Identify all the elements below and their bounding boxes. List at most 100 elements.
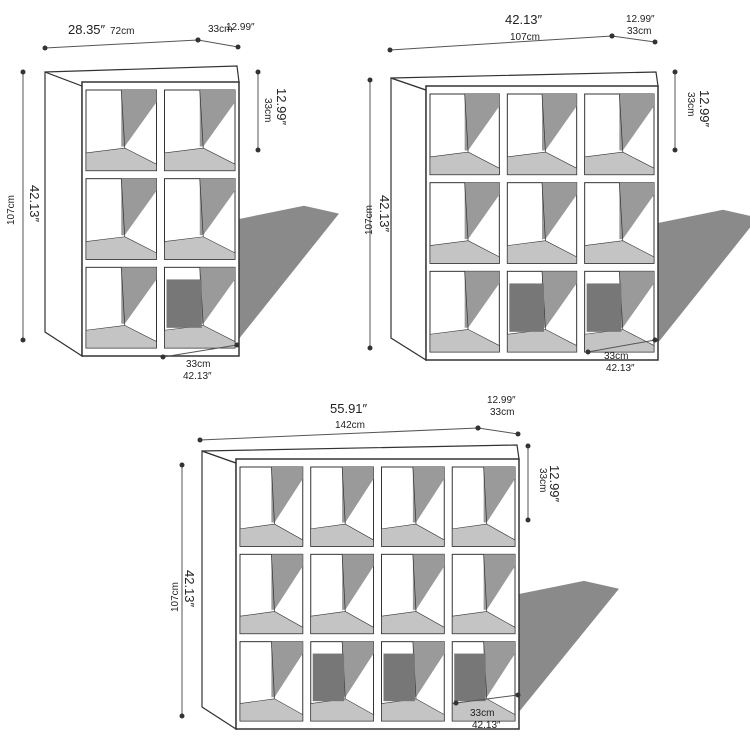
cube-width-dimension-line [587, 339, 656, 353]
shelf-surface [584, 151, 655, 175]
unit-2x3-shelf [20, 37, 339, 360]
unit3-cube-width-in: 42.13″ [472, 720, 501, 731]
inner-shadow [342, 467, 374, 523]
shelf-surface [310, 611, 374, 634]
unit1-height-cm: 107cm [6, 195, 17, 225]
inner-edge [412, 466, 417, 525]
dimension-endpoint [197, 437, 203, 443]
floor-shadow [658, 209, 750, 343]
inner-shadow [464, 182, 500, 240]
dimension-endpoint [195, 37, 201, 43]
shelf-surface [451, 611, 516, 634]
dimension-endpoint [652, 39, 658, 45]
cube-cell [451, 641, 516, 722]
shelf-surface [85, 236, 157, 260]
unit1-height-in: 42.13″ [27, 185, 42, 223]
side-panel [201, 450, 237, 731]
cube-cell [85, 266, 157, 349]
unit2-height-cm: 107cm [364, 205, 375, 235]
cube-cell [381, 553, 445, 635]
inner-shadow [271, 467, 303, 523]
dimension-endpoint [20, 69, 26, 75]
inner-edge [199, 178, 204, 237]
inner-shadow [412, 554, 445, 610]
shelf-surface [164, 147, 236, 171]
inner-shadow [619, 182, 654, 240]
dimension-endpoint [453, 700, 459, 706]
shelf-surface [239, 698, 304, 722]
back-opening [166, 279, 202, 328]
dimension-endpoint [387, 47, 393, 53]
cube-cell [584, 270, 655, 353]
unit2-height-in: 42.13″ [377, 195, 392, 233]
shelf-surface [507, 151, 577, 175]
inner-shadow [412, 641, 445, 698]
side-panel [390, 77, 427, 362]
unit3-width-in: 55.91″ [330, 401, 368, 416]
cube-cell [429, 270, 500, 353]
depth-dimension-line [477, 427, 519, 435]
unit3-cube-width-cm: 33cm [470, 708, 494, 719]
dimension-endpoint [475, 425, 481, 431]
shelf-surface [381, 611, 445, 634]
cube-cell [584, 182, 655, 264]
unit1-cube-width-cm: 33cm [186, 359, 210, 370]
inner-shadow [542, 182, 577, 240]
inner-edge [618, 182, 624, 241]
dimension-endpoint [672, 69, 678, 75]
unit1-width-cm: 72cm [110, 26, 134, 37]
cube-cell [506, 93, 578, 176]
cube-cell [506, 182, 578, 264]
shelf-surface [85, 325, 157, 349]
inner-edge [120, 89, 126, 149]
inner-shadow [464, 94, 500, 151]
cube-cell [310, 466, 374, 547]
dimension-endpoint [234, 342, 240, 348]
dimension-endpoint [235, 44, 241, 50]
cube-cell [239, 553, 304, 635]
cube-cell [164, 178, 236, 260]
shelf-surface [239, 611, 304, 634]
unit1-cube-height-in: 12.99″ [274, 88, 289, 126]
cube-cell [85, 178, 157, 260]
inner-shadow [342, 554, 374, 610]
cube-cell [310, 553, 374, 635]
unit1-depth-in: 12.99″ [226, 22, 255, 33]
dimension-endpoint [179, 713, 185, 719]
inner-edge [483, 554, 488, 612]
dimension-endpoint [160, 354, 166, 360]
unit2-depth-in: 12.99″ [626, 14, 655, 25]
unit3-height-in: 42.13″ [182, 570, 197, 608]
inner-edge [464, 93, 469, 153]
unit-4x3-shelf [179, 425, 619, 731]
shelf-surface [239, 523, 304, 547]
unit3-cube-height-in: 12.99″ [547, 465, 562, 503]
dimension-endpoint [255, 147, 261, 153]
unit2-depth-cm: 33cm [627, 26, 651, 37]
cube-cell [85, 89, 157, 172]
inner-shadow [271, 554, 303, 610]
cube-cell [451, 553, 516, 635]
inner-edge [541, 182, 546, 241]
shelf-surface [429, 151, 500, 175]
side-panel [44, 71, 83, 358]
back-opening [383, 653, 415, 702]
inner-shadow [199, 178, 235, 236]
width-dimension-line [199, 427, 479, 441]
unit1-cube-width-in: 42.13″ [183, 371, 212, 382]
inner-shadow [342, 641, 374, 698]
dimension-endpoint [20, 337, 26, 343]
unit-3x3-shelf [367, 33, 750, 362]
inner-edge [271, 554, 275, 612]
inner-shadow [199, 267, 235, 324]
shelf-surface [451, 523, 516, 547]
shelf-surface [164, 236, 236, 260]
inner-edge [483, 466, 488, 525]
dimension-endpoint [525, 443, 531, 449]
inner-shadow [464, 271, 500, 328]
cube-cell [164, 266, 236, 349]
depth-dimension-line [197, 39, 239, 48]
cube-cell [239, 641, 304, 722]
shelf-surface [429, 329, 500, 353]
dimension-endpoint [179, 462, 185, 468]
